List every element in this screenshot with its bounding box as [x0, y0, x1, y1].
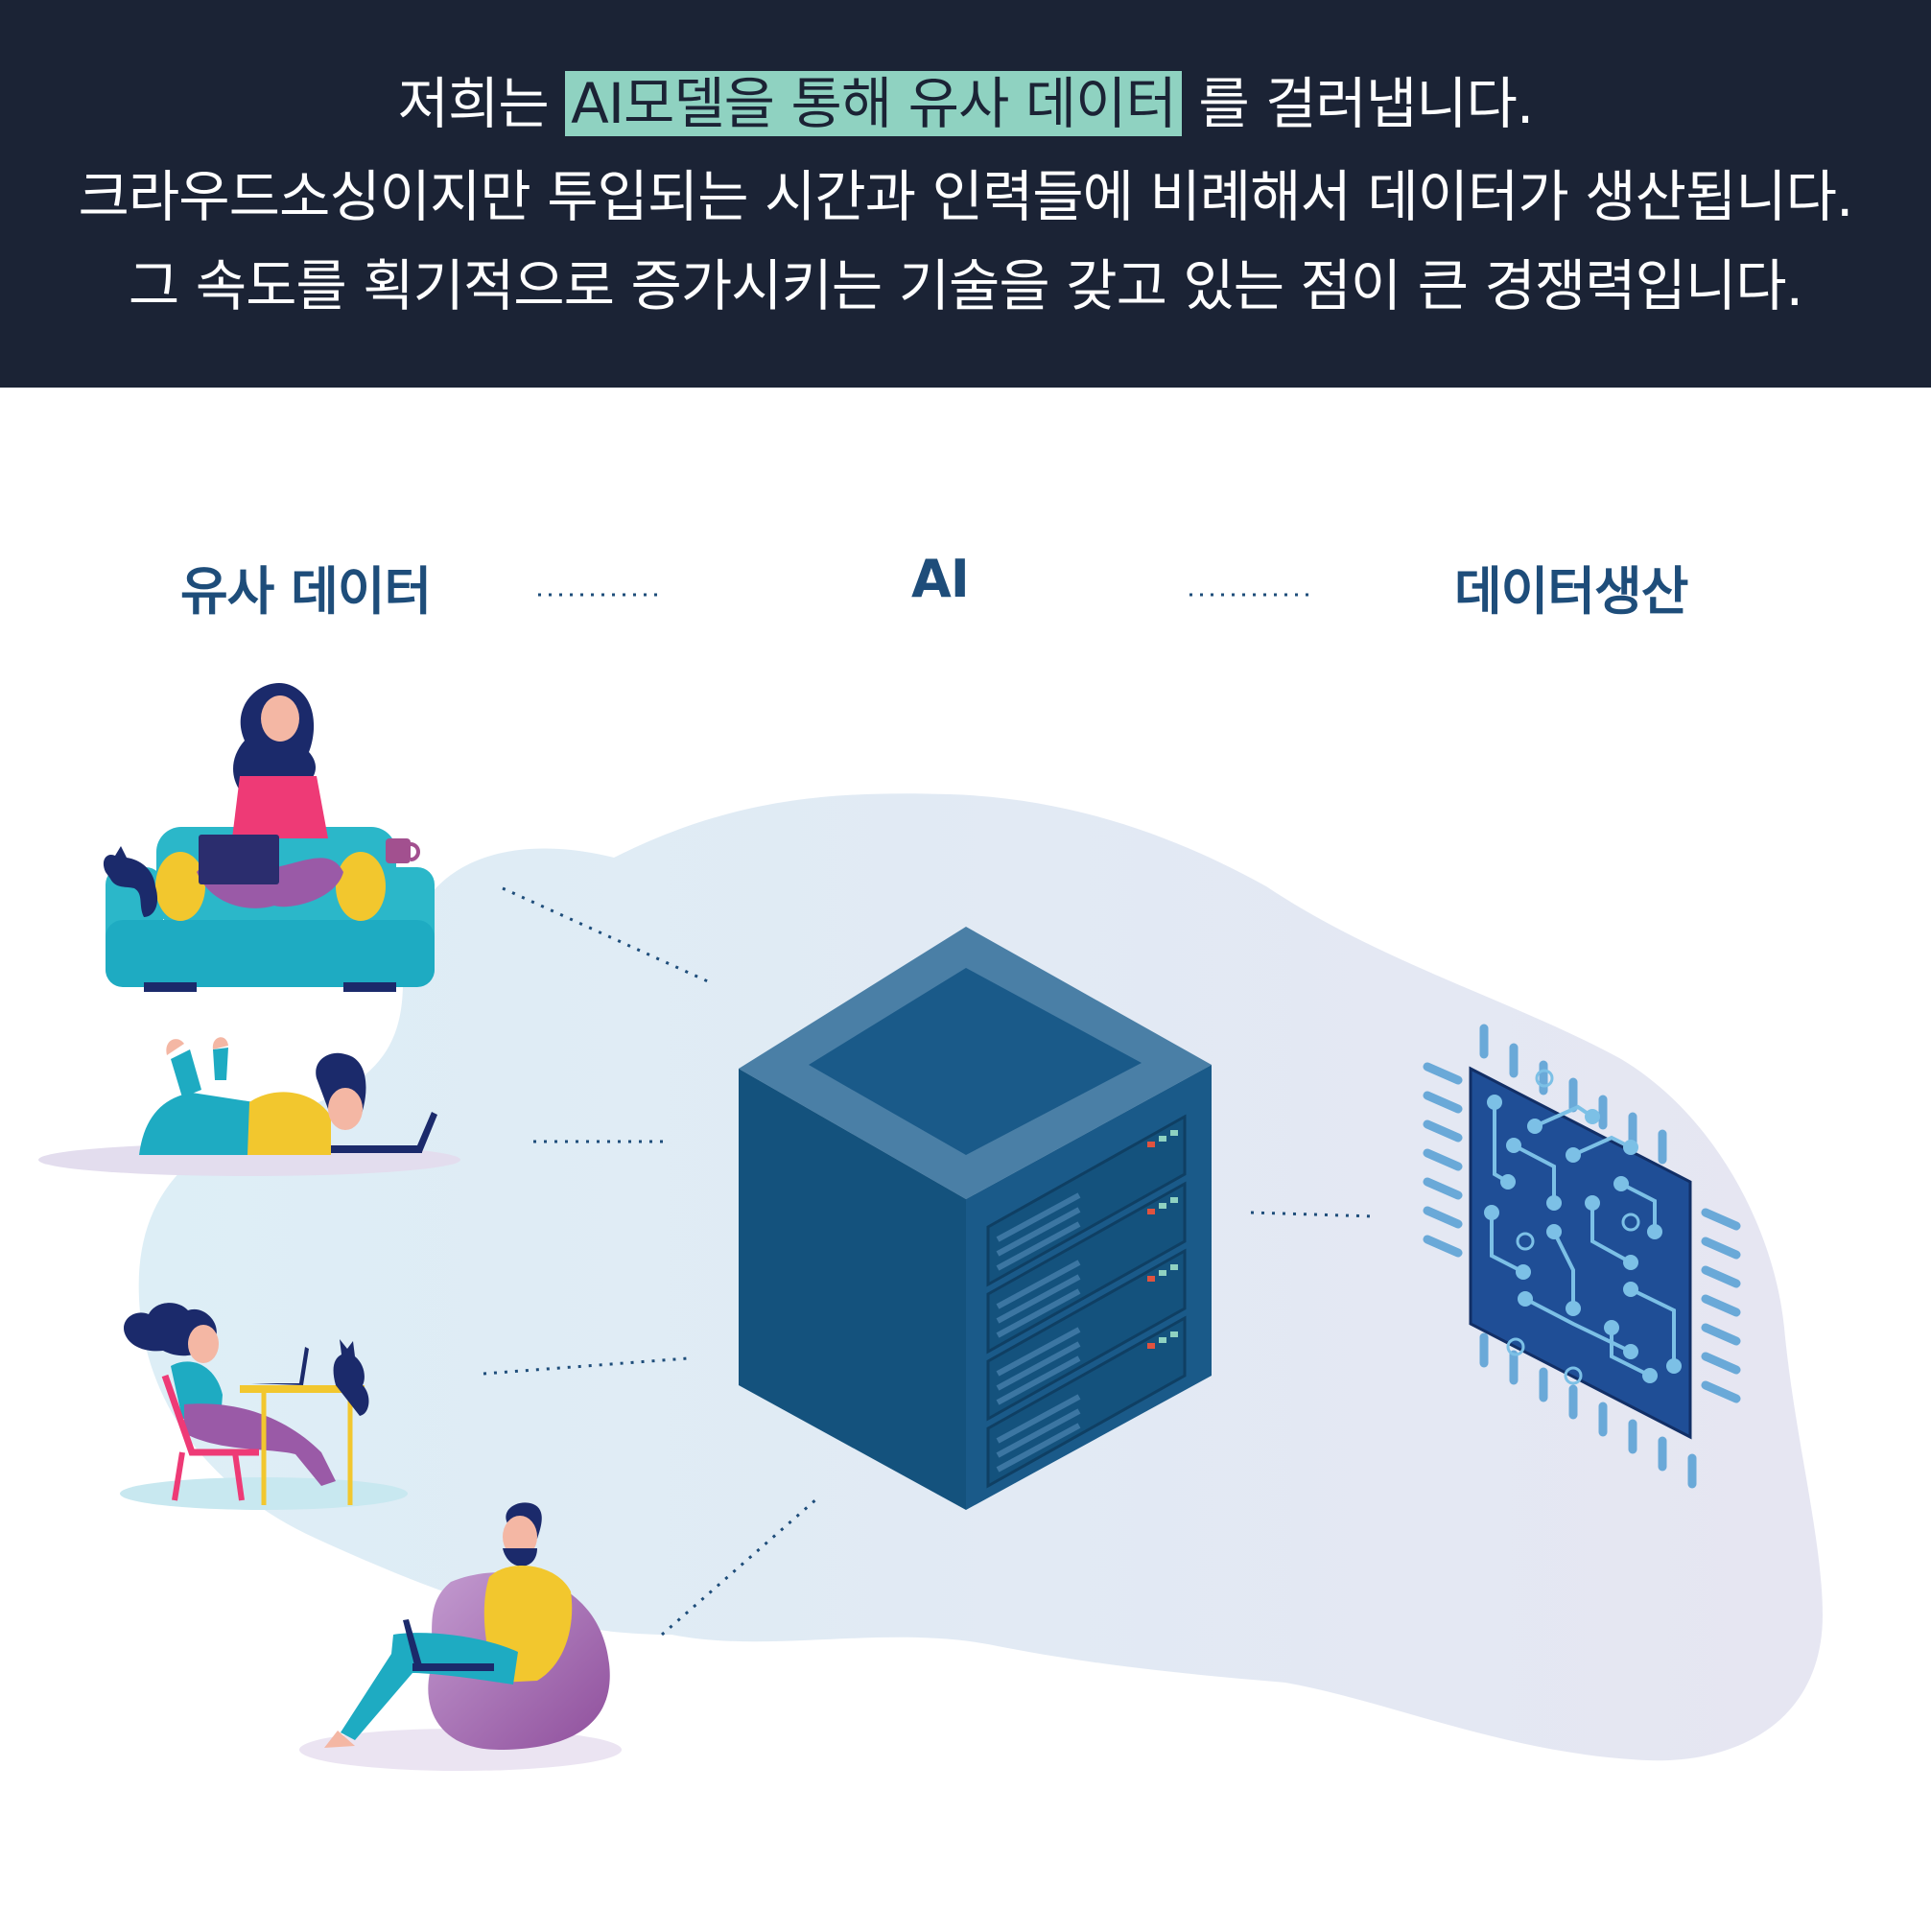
header-line-3: 그 속도를 획기적으로 증가시키는 기술을 갖고 있는 점이 큰 경쟁력입니다.	[128, 253, 1803, 318]
header-text-post: 를 걸러냅니다.	[1198, 71, 1534, 136]
server-racks	[986, 1114, 1187, 1489]
header-highlight: AI모델을 통해 유사 데이터	[565, 71, 1182, 136]
header-text-pre: 저희는	[397, 71, 550, 136]
woman-at-desk-icon	[120, 1303, 408, 1510]
woman-on-sofa-icon	[103, 683, 435, 992]
server-icon	[739, 927, 1212, 1510]
man-on-beanbag-icon	[299, 1502, 622, 1771]
header-line-2: 크라우드소싱이지만 투입되는 시간과 인력들에 비례해서 데이터가 생산됩니다.	[78, 164, 1854, 229]
connector-beanbag-line	[661, 1496, 818, 1637]
woman-lying-icon	[38, 1037, 460, 1176]
label-similar-data: 유사 데이터	[180, 561, 432, 622]
connector-desk	[483, 1356, 689, 1376]
header-banner: 저희는 AI모델을 통해 유사 데이터 를 걸러냅니다. 크라우드소싱이지만 투…	[0, 0, 1931, 388]
label-data-production: 데이터생산	[1454, 561, 1688, 622]
illustration	[38, 593, 1824, 1771]
circuit-chip-icon	[1423, 1024, 1741, 1489]
header-line-1: 저희는 AI모델을 통해 유사 데이터 를 걸러냅니다.	[0, 65, 1931, 142]
label-ai: AI	[911, 549, 970, 609]
